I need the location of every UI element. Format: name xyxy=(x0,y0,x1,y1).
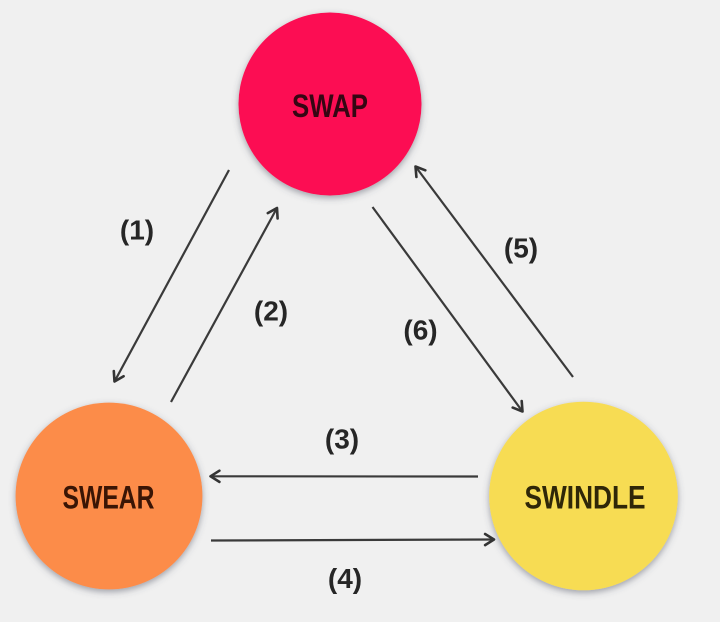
svg-text:SWEAR: SWEAR xyxy=(63,480,155,516)
svg-text:(3): (3) xyxy=(325,424,359,455)
svg-text:SWAP: SWAP xyxy=(292,88,368,124)
svg-text:(6): (6) xyxy=(403,314,437,345)
svg-text:SWINDLE: SWINDLE xyxy=(525,480,646,516)
svg-text:(2): (2) xyxy=(254,295,288,326)
svg-text:(5): (5) xyxy=(504,232,538,263)
svg-text:(4): (4) xyxy=(328,563,362,594)
svg-text:(1): (1) xyxy=(120,214,154,245)
